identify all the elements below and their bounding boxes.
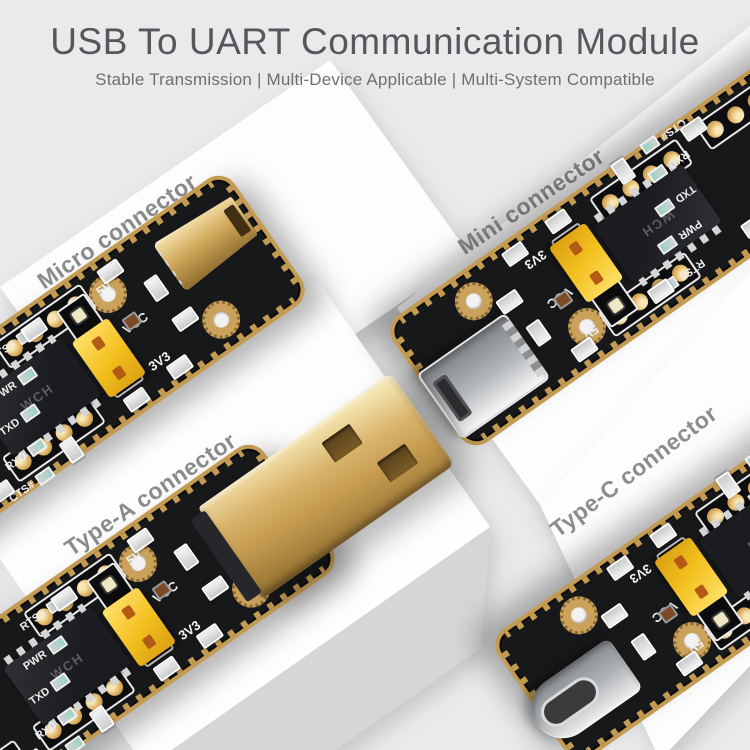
smd-component bbox=[170, 305, 200, 333]
through-hole-pad bbox=[723, 103, 748, 127]
page-title: USB To UART Communication Module bbox=[50, 21, 700, 62]
smd-component bbox=[739, 212, 750, 240]
page-subtitle: Stable Transmission | Multi-Device Appli… bbox=[95, 70, 655, 89]
smd-component bbox=[172, 542, 200, 572]
header-pads bbox=[0, 739, 32, 750]
smd-component bbox=[630, 632, 658, 662]
header: USB To UART Communication Module Stable … bbox=[0, 0, 750, 90]
usb-plug-slot bbox=[376, 443, 419, 483]
smd-component bbox=[600, 602, 630, 630]
through-hole-pad bbox=[744, 88, 750, 113]
usb-plug-slot bbox=[321, 423, 363, 463]
smd-component bbox=[142, 273, 170, 303]
smd-component bbox=[200, 574, 230, 602]
smd-component bbox=[525, 318, 553, 348]
smd-component bbox=[495, 288, 525, 316]
